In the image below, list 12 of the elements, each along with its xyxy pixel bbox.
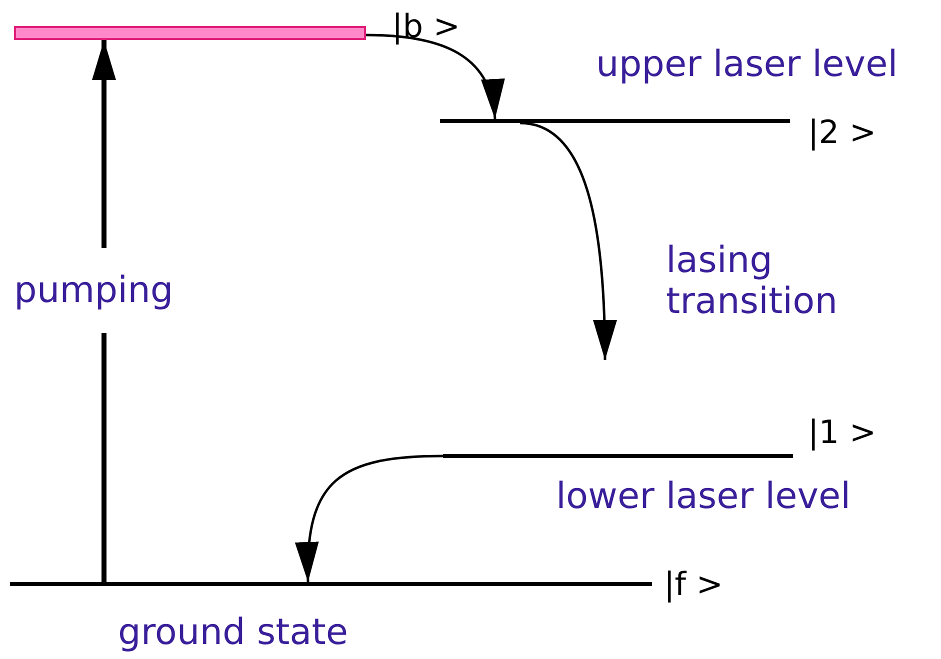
state-label: |2 > [808, 114, 876, 151]
arrow [366, 34, 502, 120]
arrow [520, 122, 616, 360]
state-label: |1 > [808, 414, 876, 451]
level-label: upper laser level [596, 44, 898, 86]
energy-level-band [14, 26, 366, 40]
level-label: lower laser level [556, 476, 851, 518]
level-label: ground state [118, 612, 348, 654]
state-label: |f > [664, 566, 724, 603]
arrow [296, 454, 444, 582]
state-label: |b > [392, 8, 460, 45]
edge-label: lasing transition [666, 240, 839, 323]
